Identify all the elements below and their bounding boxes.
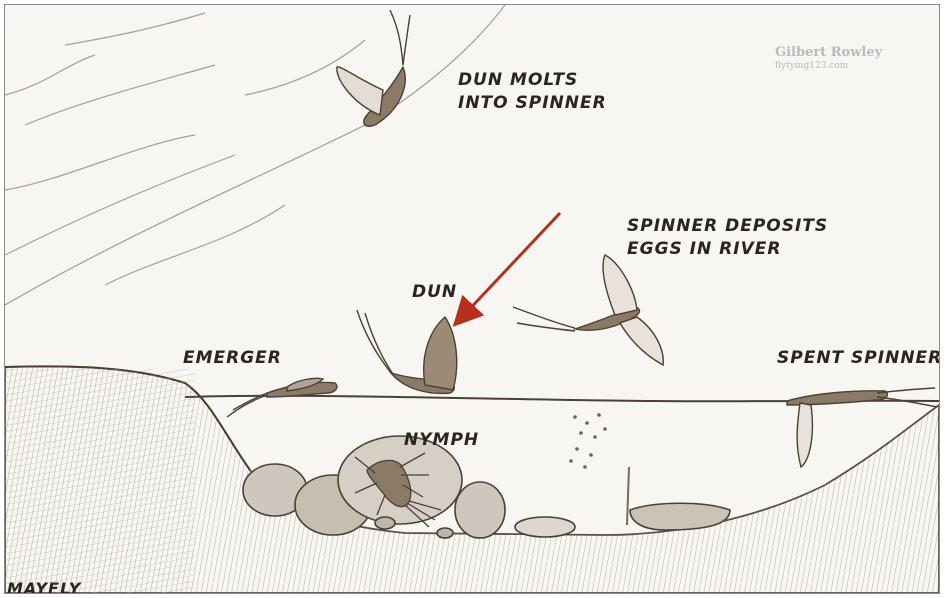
watermark-site: flytying123.com (775, 61, 848, 71)
hillside-sketch (5, 5, 505, 305)
spent-spinner-label: SPENT SPINNER (777, 347, 940, 370)
flight-arrow (463, 213, 560, 316)
diagram-frame: DUN MOLTS INTO SPINNER SPINNER DEPOSITS … (4, 4, 940, 594)
emerger-insect (227, 378, 337, 417)
nymph-label: NYMPH (404, 429, 479, 452)
dun-insect (357, 310, 457, 393)
egg-laying-spinner-insect (513, 255, 663, 365)
watermark-name: Gilbert Rowley (775, 45, 882, 60)
emerger-label: EMERGER (183, 347, 282, 370)
dun-label: DUN (412, 281, 457, 304)
diagram-title: MAYFLY (7, 577, 81, 594)
molting-dun-insect (337, 10, 410, 126)
dun-molts-label: DUN MOLTS INTO SPINNER (458, 69, 607, 115)
spinner-deposits-label: SPINNER DEPOSITS EGGS IN RIVER (627, 215, 828, 261)
riverbed-rocks (243, 436, 730, 538)
eggs (569, 413, 607, 469)
